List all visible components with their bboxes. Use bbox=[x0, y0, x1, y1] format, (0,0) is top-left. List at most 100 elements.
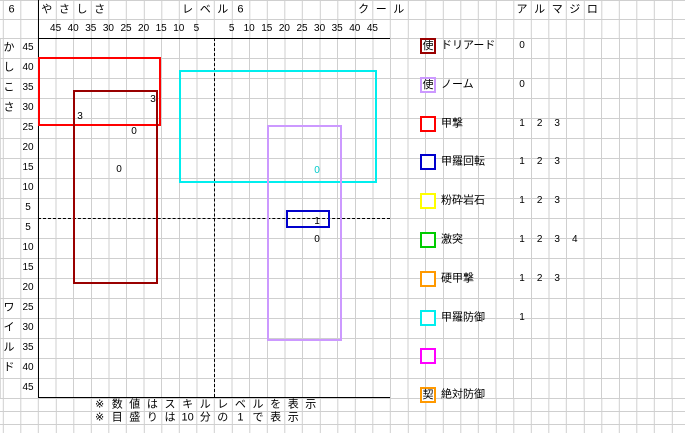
x-axis-left-title-char: や bbox=[41, 3, 53, 15]
x-tick-label: 15 bbox=[261, 22, 273, 34]
legend-color-box bbox=[420, 348, 436, 365]
legend-value: 1 bbox=[519, 311, 525, 323]
x-tick-label: 20 bbox=[138, 22, 150, 34]
skill-level-label: 0 bbox=[314, 234, 320, 245]
legend-label: 絶対防御 bbox=[441, 388, 485, 401]
note-line1-char: 数 bbox=[111, 398, 123, 410]
y-axis-top-title-char: か bbox=[3, 41, 15, 54]
corner-cell-value: 6 bbox=[8, 3, 15, 15]
legend-value: 0 bbox=[519, 40, 525, 51]
level-label-char: ル bbox=[217, 3, 229, 15]
note-line1-char: ス bbox=[164, 398, 176, 410]
legend-value: 1 bbox=[519, 195, 525, 207]
y-tick-label: 10 bbox=[22, 242, 34, 253]
note-line2-char: 10 bbox=[181, 411, 194, 423]
monster-name-char: ジ bbox=[569, 3, 581, 15]
y-tick-label: 20 bbox=[22, 142, 34, 153]
x-axis-right-title-char: ル bbox=[393, 3, 405, 15]
y-axis-top-title-char: さ bbox=[3, 101, 15, 114]
x-tick-label: 5 bbox=[228, 22, 235, 34]
vertical-zero-dashed-line bbox=[214, 38, 215, 397]
x-tick-label: 10 bbox=[173, 22, 185, 34]
legend-value: 1 bbox=[519, 156, 525, 168]
legend-value: 3 bbox=[554, 117, 560, 129]
y-tick-label: 10 bbox=[22, 182, 34, 193]
legend-color-box bbox=[420, 115, 436, 132]
legend-color-box bbox=[420, 193, 436, 210]
legend-value: 2 bbox=[536, 272, 543, 284]
legend-value: 0 bbox=[519, 78, 525, 90]
x-axis-right-title-char: ー bbox=[375, 3, 387, 15]
note-line1-char: は bbox=[146, 398, 158, 410]
x-tick-label: 45 bbox=[50, 22, 62, 34]
y-tick-label: 5 bbox=[25, 202, 31, 213]
y-tick-label: 5 bbox=[25, 222, 31, 233]
note-line1-char: ベ bbox=[234, 398, 246, 410]
note-line1-char: 表 bbox=[287, 398, 299, 410]
x-axis-left-title-char: さ bbox=[94, 3, 106, 15]
monster-name-char: マ bbox=[551, 3, 563, 15]
note-line1-char: ル bbox=[252, 398, 264, 410]
legend-value: 1 bbox=[519, 117, 525, 129]
notes-grid-band bbox=[0, 398, 685, 433]
skill-level-label: 0 bbox=[131, 126, 137, 137]
skill-range-box-ドリアード bbox=[73, 90, 158, 284]
y-axis-bottom-title-char: イ bbox=[3, 321, 15, 334]
legend-label: 激突 bbox=[441, 233, 463, 246]
legend-label: 粉砕岩石 bbox=[441, 194, 485, 207]
legend-color-box bbox=[420, 309, 436, 326]
monster-name-char: ル bbox=[534, 3, 546, 15]
note-line1-char: 値 bbox=[129, 398, 141, 410]
y-axis-top-title-char: こ bbox=[3, 81, 15, 94]
monster-name-char: ロ bbox=[586, 3, 598, 15]
legend-value: 1 bbox=[519, 272, 525, 284]
note-line2-char: り bbox=[146, 411, 158, 423]
y-tick-label: 30 bbox=[22, 102, 34, 113]
legend-value: 2 bbox=[536, 117, 543, 129]
y-tick-label: 45 bbox=[22, 382, 34, 393]
x-tick-label: 30 bbox=[314, 22, 326, 34]
skill-level-label: 0 bbox=[116, 164, 122, 175]
y-tick-label: 15 bbox=[22, 262, 34, 273]
x-axis-right-title-char: ク bbox=[358, 3, 370, 15]
legend-grid-band bbox=[390, 38, 685, 398]
legend-color-box bbox=[420, 270, 436, 287]
x-tick-label: 15 bbox=[155, 22, 167, 34]
legend-value: 2 bbox=[536, 156, 543, 168]
note-line2-char: 表 bbox=[270, 411, 282, 423]
legend-value: 2 bbox=[536, 195, 543, 207]
x-axis-left-title-char: し bbox=[76, 3, 88, 15]
skill-range-box-甲羅防御 bbox=[179, 70, 377, 183]
x-tick-label: 20 bbox=[278, 22, 290, 34]
note-line2-char: 分 bbox=[199, 411, 211, 423]
y-tick-label: 35 bbox=[22, 342, 34, 353]
y-axis-bottom-title-char: ル bbox=[3, 341, 15, 354]
note-line1-char: レ bbox=[217, 398, 229, 410]
legend-color-box bbox=[420, 154, 436, 171]
note-line2-char: 1 bbox=[237, 411, 244, 423]
note-line1-char: ル bbox=[199, 398, 211, 410]
legend-label: 甲羅回転 bbox=[441, 155, 485, 168]
legend-label: 硬甲撃 bbox=[441, 272, 474, 285]
skill-level-label: 1 bbox=[314, 216, 320, 227]
x-tick-label: 35 bbox=[85, 22, 97, 34]
skill-range-box-ノーム bbox=[267, 125, 342, 341]
legend-color-box bbox=[420, 232, 436, 248]
monster-name-char: ア bbox=[516, 3, 528, 15]
x-axis-line bbox=[38, 397, 390, 398]
note-line1-char: 示 bbox=[305, 398, 317, 410]
y-tick-label: 40 bbox=[22, 62, 34, 73]
x-tick-label: 40 bbox=[349, 22, 361, 34]
legend-value: 2 bbox=[536, 234, 543, 245]
level-label-char: レ bbox=[182, 3, 194, 15]
level-label-char: ベ bbox=[199, 3, 211, 15]
x-tick-label: 30 bbox=[102, 22, 114, 34]
x-tick-label: 35 bbox=[331, 22, 343, 34]
note-line2-char: 盛 bbox=[129, 411, 141, 423]
x-tick-label: 40 bbox=[67, 22, 79, 34]
legend-color-box: 契 bbox=[420, 387, 436, 404]
skill-range-box-甲羅回転 bbox=[286, 210, 330, 228]
note-line2-char: ※ bbox=[94, 411, 105, 423]
y-axis-line bbox=[38, 0, 39, 398]
